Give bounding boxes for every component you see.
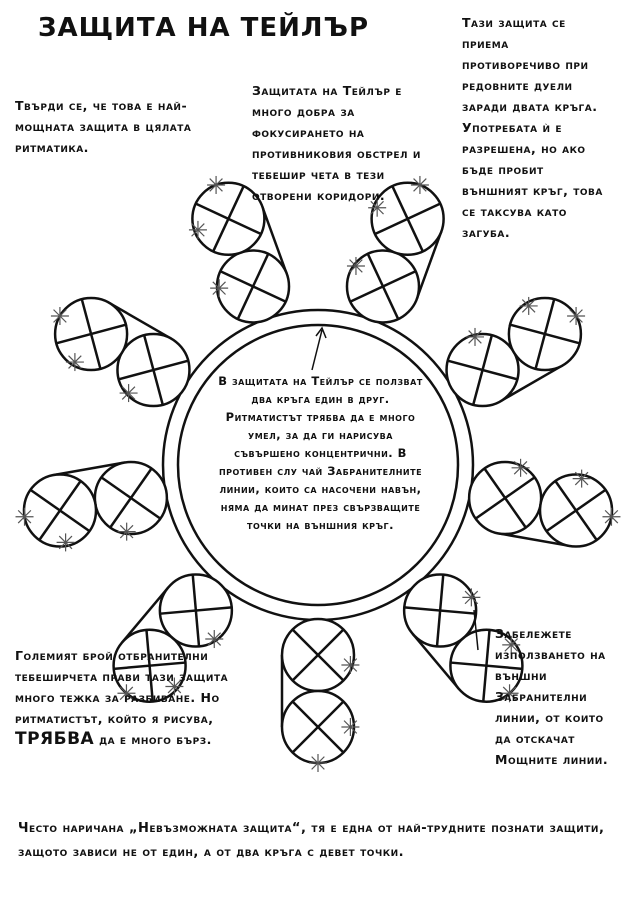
forbiddance-line [121, 586, 170, 644]
inner-circle [176, 323, 460, 607]
star-point-icon [370, 200, 384, 215]
corridor-note: Защитата на Тейлър е много добра за фоку… [252, 83, 421, 203]
star-point-icon [58, 535, 73, 550]
pod-cross-line [404, 606, 477, 615]
page-title: ЗАЩИТА НА ТЕЙЛЪР [38, 13, 369, 43]
pod-cross-line [391, 185, 424, 252]
star-point-icon [521, 299, 536, 313]
forbiddance-line [411, 632, 460, 690]
chalkling-note-a: Големият брой отбранителни тебеширчета п… [15, 648, 229, 726]
star-point-icon [574, 471, 589, 486]
star-point-icon [468, 330, 482, 344]
star-point-icon [513, 461, 528, 475]
star-point-icon [343, 720, 358, 734]
star-point-icon [119, 524, 134, 539]
forbiddance-line [498, 532, 570, 548]
star-point-icon [464, 590, 479, 605]
pod-cross-line [195, 202, 262, 236]
star-point-icon [209, 178, 223, 192]
center-note: В защитата на Тейлър се ползват два кръг… [218, 374, 423, 532]
star-point-icon [17, 509, 32, 524]
forbiddance-line [53, 461, 125, 477]
star-point-icon [504, 638, 519, 652]
pod-cross-line [291, 628, 345, 682]
pod-cross-line [191, 574, 201, 647]
pod-cross-line [219, 270, 287, 303]
star-point-icon [121, 386, 136, 400]
pod-cross-line [474, 476, 536, 520]
pod-cross-line [366, 253, 400, 320]
pod-cross-line [56, 323, 127, 345]
star-point-icon [349, 259, 363, 273]
star-point-icon [68, 355, 82, 369]
pod-cross-line [291, 700, 345, 754]
forbiddance-line [108, 301, 173, 340]
forbiddance-note: Забележете използването на външни Забран… [495, 626, 609, 767]
star-point-icon [604, 509, 619, 524]
chalkling-note-emph: ТРЯБВА [15, 729, 95, 749]
intro-note: Твърди се, че това е най-мощната защита … [15, 98, 192, 155]
chalkling-note: Големият брой отбранителни тебеширчета п… [15, 645, 255, 750]
star-point-icon [413, 178, 427, 192]
footer-note: Често наричана „Невъзможната защита“, тя… [18, 821, 605, 860]
arrow-icon [311, 326, 327, 371]
forbiddance-line [261, 206, 289, 275]
pod-cross-line [145, 629, 154, 702]
star-point-icon [191, 223, 205, 237]
star-point-icon [119, 686, 134, 701]
forbiddance-line [499, 364, 564, 403]
pod-cross-line [545, 488, 607, 533]
pod-cross-line [534, 298, 556, 370]
star-point-icon [53, 309, 67, 323]
pod-cross-line [109, 467, 153, 529]
duel-rules-note: Тази защита се приема противоречиво при … [462, 15, 603, 240]
arrow-icon [473, 609, 479, 651]
star-point-icon [167, 679, 182, 694]
star-point-icon [502, 686, 517, 701]
pod-cross-line [38, 480, 82, 541]
pod-cross-line [472, 334, 494, 406]
star-point-icon [569, 309, 583, 323]
star-point-icon [207, 632, 222, 646]
pod-cross-line [450, 661, 523, 671]
pod-cross-line [118, 359, 189, 381]
forbiddance-line [415, 230, 443, 300]
star-point-icon [212, 281, 226, 295]
star-point-icon [311, 756, 325, 770]
chalkling-note-b: да е много бърз. [94, 732, 212, 747]
star-point-icon [343, 658, 358, 672]
